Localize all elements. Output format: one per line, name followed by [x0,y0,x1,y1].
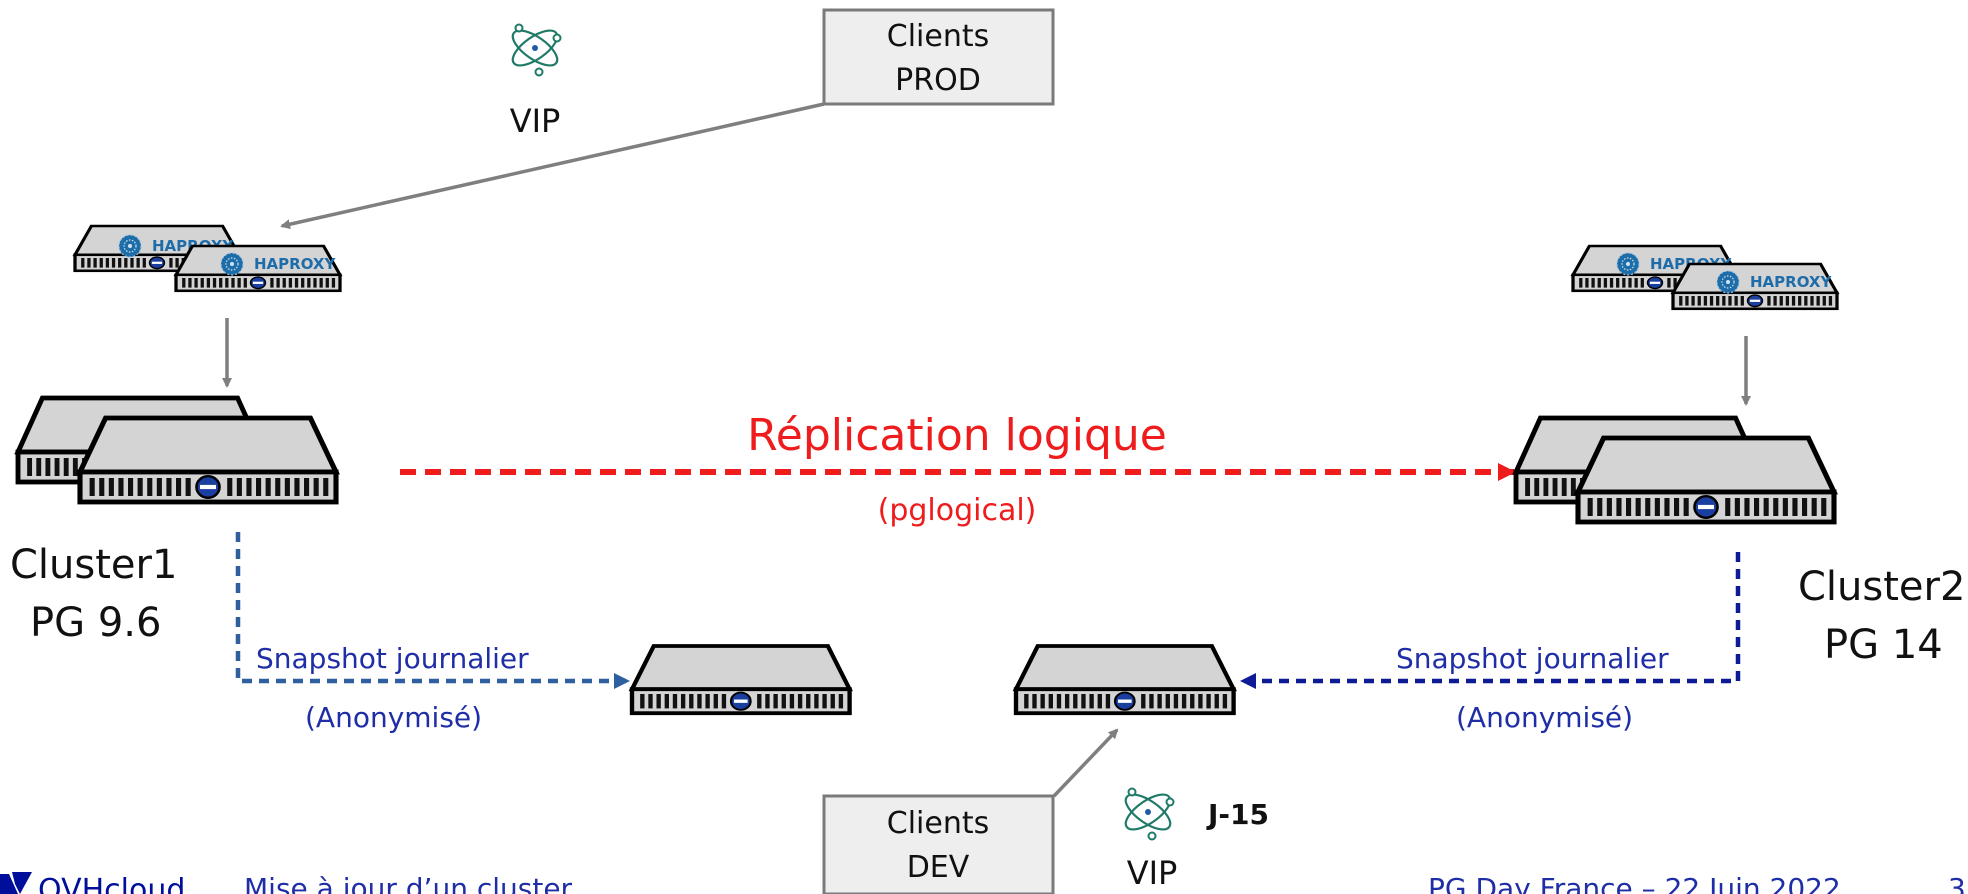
snapshot-left-subtitle: (Anonymisé) [305,701,482,734]
vip-bottom-badge: J-15 [1206,798,1269,831]
cluster1-version: PG 9.6 [30,600,161,646]
dev-clients-to-server-arrow [1052,728,1119,798]
footer-brand: OVHcloud [38,873,185,894]
haproxy-logo-icon [118,234,142,258]
vip-top-label: VIP [510,102,561,140]
haproxy-logo-icon [1716,270,1740,294]
cluster1-name: Cluster1 [10,542,177,588]
prod-to-haproxy-arrow [280,102,825,230]
haproxy-right-front-text: HAPROXY [1750,273,1832,291]
haproxy-left: HAPROXY HAPROXY [73,224,342,293]
haproxy-right: HAPROXY HAPROXY [1571,244,1839,311]
vip-top: VIP [506,22,564,140]
cluster1-servers [18,398,336,502]
haproxy-logo-icon [220,252,244,276]
haproxy-left-front-text: HAPROXY [254,255,336,273]
replication-subtitle: (pglogical) [878,493,1037,528]
vip-bottom: VIP J-15 [1119,786,1269,892]
snapshot-right-title: Snapshot journalier [1396,642,1669,675]
cluster2-name: Cluster2 [1798,564,1965,610]
ovhcloud-logo-icon [0,872,32,894]
footer-subtitle: Mise à jour d’un cluster [244,872,573,894]
replication-title: Réplication logique [747,410,1167,461]
snapshot-right-subtitle: (Anonymisé) [1456,701,1633,734]
snapshot-left-title: Snapshot journalier [256,642,529,675]
dev-server-right [1016,646,1234,713]
footer-page-number: 3 [1948,872,1966,894]
clients-dev-line1: Clients [887,806,989,841]
vip-atom-icon [1119,786,1177,841]
vip-bottom-label: VIP [1127,854,1178,892]
footer: OVHcloud Mise à jour d’un cluster PG Day… [0,872,1966,894]
clients-prod-box: Clients PROD [822,8,1055,106]
clients-dev-line2: DEV [907,850,970,885]
footer-event: PG Day France – 22 Juin 2022 [1428,872,1841,894]
vip-atom-icon [506,22,564,77]
haproxy-logo-icon [1616,252,1640,276]
cluster2-version: PG 14 [1824,622,1943,668]
clients-prod-line1: Clients [887,19,989,54]
clients-prod-line2: PROD [895,63,981,98]
clients-dev-box: Clients DEV [822,794,1055,894]
snapshot-left-arrow [235,532,630,689]
snapshot-right-arrow [1240,552,1741,689]
cluster2-servers [1516,418,1834,522]
dev-server-left [632,646,850,713]
